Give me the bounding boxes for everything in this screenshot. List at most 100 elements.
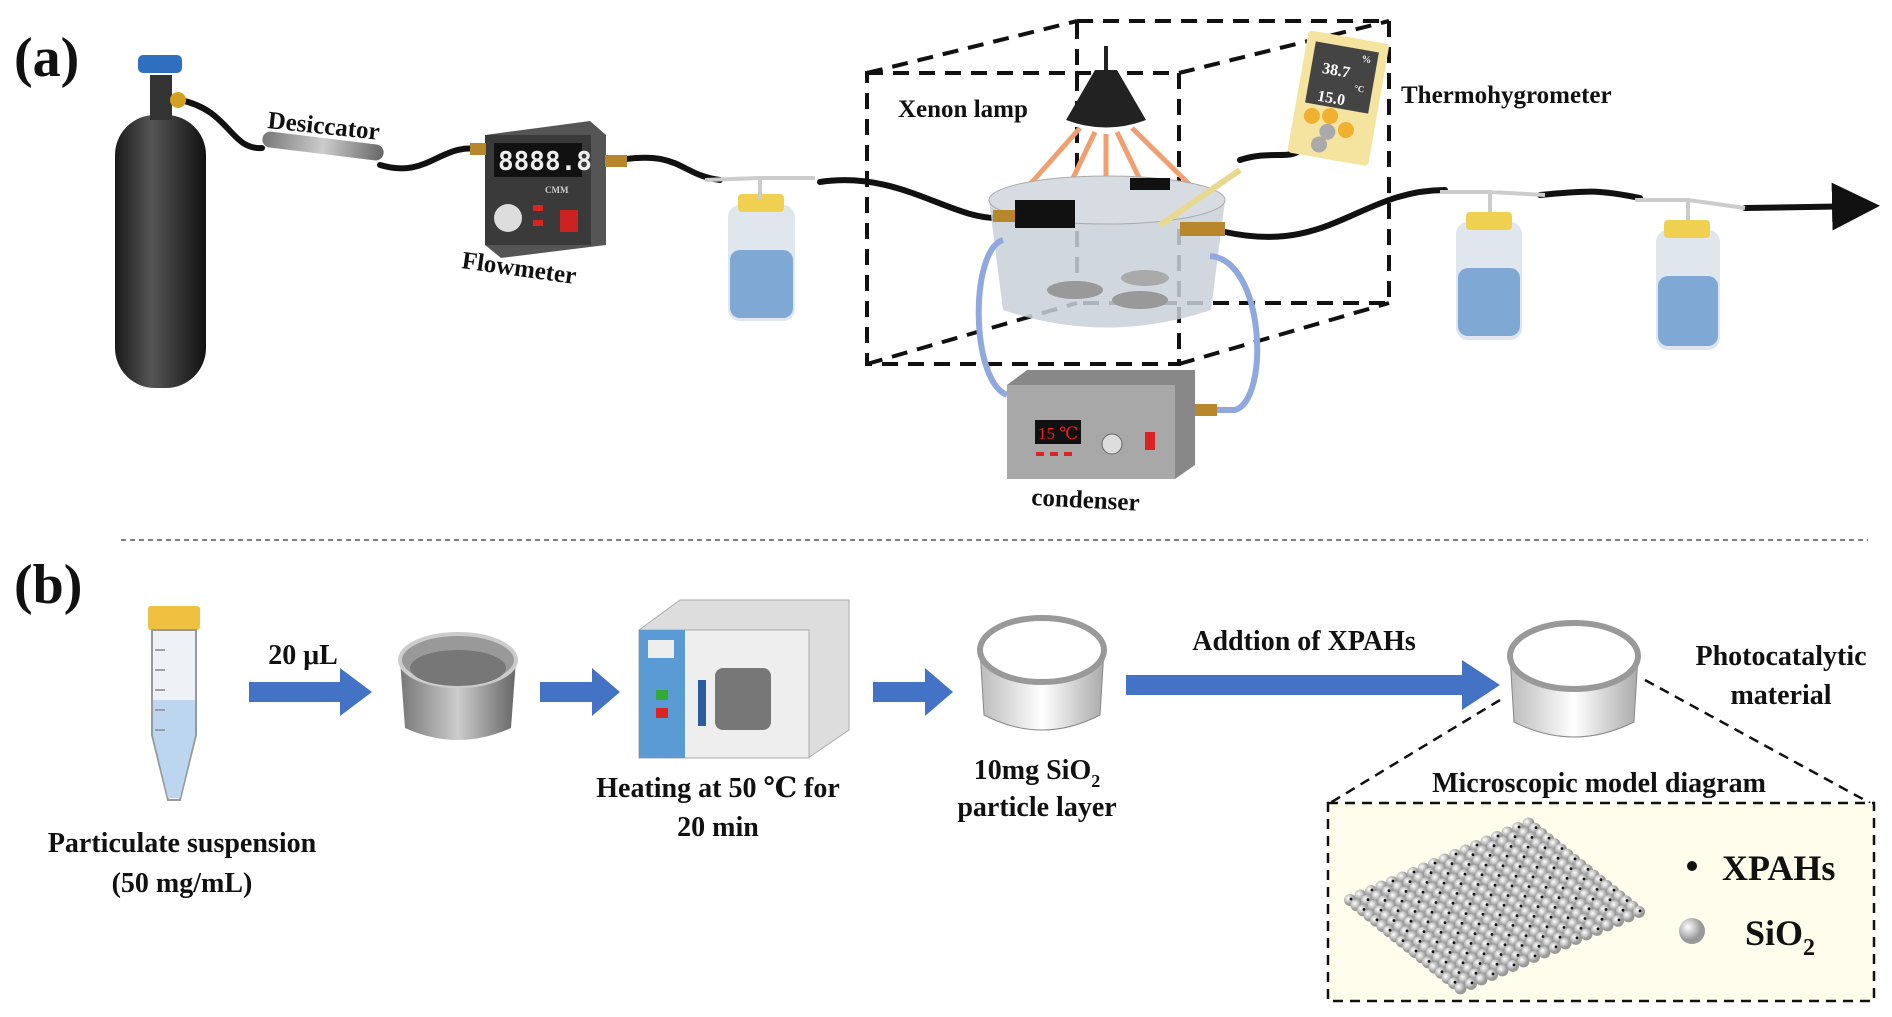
- xpahs-dot: [1427, 960, 1431, 963]
- xpahs-dot: [1409, 919, 1413, 923]
- arrow-2: [540, 668, 620, 716]
- arrow-4: [1126, 660, 1500, 710]
- sio2-particle: [1601, 919, 1614, 932]
- xpahs-dot: [1468, 902, 1472, 906]
- xpahs-dot: [1362, 908, 1366, 911]
- xpahs-dot: [1366, 898, 1370, 902]
- xpahs-dot: [1552, 866, 1556, 870]
- xpahs-dot: [1413, 910, 1417, 913]
- sio2-particle: [1475, 973, 1488, 986]
- xpahs-dot: [1515, 914, 1519, 918]
- xpahs-dot: [1536, 905, 1540, 909]
- xpahs-dot: [1387, 889, 1391, 893]
- xpahs-dot: [1575, 936, 1579, 940]
- xpahs-dot: [1396, 909, 1400, 913]
- xpahs-dot: [1422, 930, 1426, 933]
- xpahs-dot: [1583, 917, 1587, 920]
- xpahs-dot: [1570, 906, 1574, 910]
- xpahs-dot: [1566, 916, 1570, 920]
- sio2-particle: [1496, 964, 1509, 977]
- xpahs-dot: [1400, 899, 1404, 903]
- xpahs-dot: [1459, 882, 1463, 886]
- xpahs-dot: [1431, 950, 1435, 954]
- xpahs-dot: [1414, 949, 1418, 953]
- xpahs-dot: [1438, 891, 1442, 895]
- gas-washing-bottle: [1440, 190, 1546, 340]
- xpahs-dot: [1554, 945, 1558, 949]
- sio2-particle: [1570, 932, 1582, 945]
- xpahs-dot: [1433, 861, 1437, 865]
- xpahs-dot: [1547, 836, 1551, 840]
- suspension-label-line1: Particulate suspension: [48, 828, 317, 859]
- xpahs-dot: [1507, 933, 1511, 937]
- xpahs-dot: [1464, 912, 1468, 915]
- xpahs-dot: [1540, 895, 1544, 899]
- xpahs-dot: [1455, 892, 1459, 895]
- micro-model-title: Microscopic model diagram: [1432, 768, 1766, 799]
- xpahs-dot: [1497, 874, 1501, 877]
- sio2-particle: [1528, 950, 1540, 963]
- condenser-display: 15 ℃: [1038, 424, 1078, 443]
- xpahs-dot: [1443, 921, 1447, 924]
- xpahs-dot: [1375, 918, 1379, 922]
- xpahs-dot: [1450, 862, 1454, 866]
- xpahs-dot: [1560, 847, 1564, 850]
- xpahs-dot: [1490, 933, 1494, 936]
- arrow-3: [873, 668, 953, 716]
- xpahs-dot: [1511, 924, 1515, 927]
- xpahs-dot: [1523, 894, 1527, 898]
- xpahs-dot: [1481, 912, 1485, 916]
- xpahs-dot: [1446, 872, 1450, 875]
- xpahs-dot: [1595, 888, 1599, 891]
- xpahs-dot: [1600, 917, 1604, 921]
- xpahs-dot: [1451, 901, 1455, 905]
- xpahs-dot: [1509, 845, 1513, 848]
- xpahs-dot: [1448, 951, 1452, 954]
- xpahs-dot: [1591, 897, 1595, 901]
- xpahs-dot: [1495, 962, 1499, 966]
- xpahs-dot: [1596, 927, 1600, 931]
- humidity-value: 38.7: [1321, 60, 1352, 82]
- xpahs-dot: [1505, 854, 1509, 858]
- xpahs-dot: [1502, 903, 1506, 907]
- xpahs-dot: [1558, 935, 1562, 939]
- xpahs-dot: [1471, 853, 1475, 857]
- sio2-legend-marker: [1679, 918, 1705, 944]
- xpahs-dot: [1506, 894, 1510, 897]
- xpahs-dot: [1442, 881, 1446, 885]
- xpahs-dot: [1467, 863, 1471, 866]
- reaction-chamber: [988, 167, 1242, 328]
- xpahs-dot: [1404, 890, 1408, 893]
- xpahs-dot: [1485, 903, 1489, 906]
- xpahs-dot: [1474, 971, 1478, 975]
- xpahs-dot: [1604, 908, 1608, 911]
- xpahs-dot: [1454, 852, 1458, 856]
- xpahs-dot: [1472, 892, 1476, 896]
- xpahs-dot: [1522, 855, 1526, 859]
- xpahs-dot: [1621, 908, 1625, 912]
- xpahs-dot: [1532, 915, 1536, 918]
- condenser-label: condenser: [1031, 484, 1141, 517]
- xpahs-dot: [1531, 875, 1535, 879]
- sio2-particle: [1622, 910, 1635, 923]
- xpahs-dot: [1477, 922, 1481, 926]
- xpahs-dot: [1548, 876, 1552, 879]
- sio2-particle: [1591, 923, 1603, 936]
- xpahs-dot: [1465, 951, 1469, 955]
- xpahs-dot: [1470, 981, 1474, 985]
- sio2-particle: [1486, 968, 1498, 981]
- xpahs-dot: [1516, 953, 1520, 957]
- xpahs-dot: [1493, 883, 1497, 887]
- xpahs-dot: [1379, 908, 1383, 912]
- sio2-particle: [1517, 955, 1530, 968]
- gas-washing-bottle: [1635, 198, 1746, 350]
- xpahs-legend-marker: [1687, 861, 1697, 871]
- layer-label-line2: particle layer: [957, 792, 1116, 823]
- xpahs-dot: [1510, 884, 1514, 888]
- xpahs-dot: [1456, 931, 1460, 935]
- condenser: 15 ℃: [975, 237, 1261, 479]
- gas-cylinder: [115, 55, 206, 388]
- thermohygrometer-label: Thermohygrometer: [1401, 82, 1612, 109]
- sio2-particle: [1559, 937, 1572, 950]
- xpahs-dot: [1492, 844, 1496, 848]
